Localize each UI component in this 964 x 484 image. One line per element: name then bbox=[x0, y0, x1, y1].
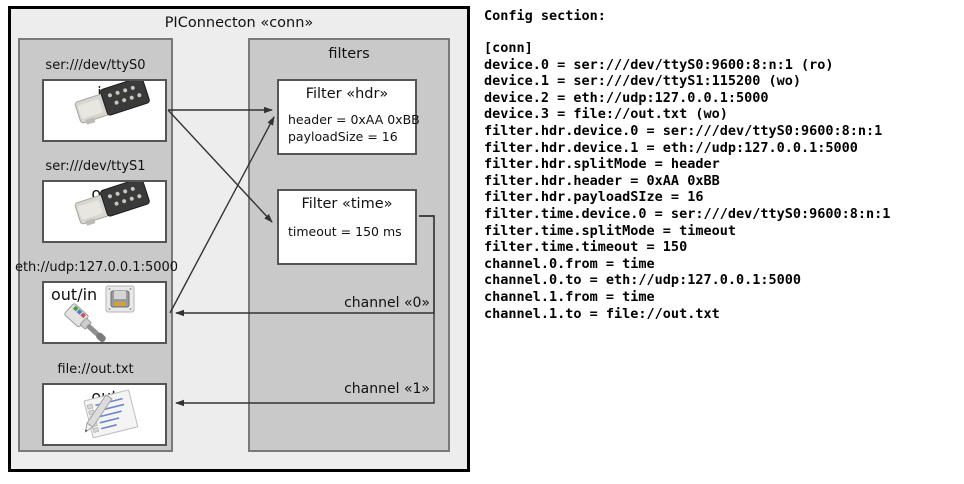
config-line: device.3 = file://out.txt (wo) bbox=[484, 106, 728, 123]
config-line: filter.hdr.splitMode = header bbox=[484, 156, 720, 173]
wire-eth-to-hdr bbox=[169, 116, 275, 314]
config-heading: Config section: bbox=[484, 8, 606, 24]
filter-hdr-title: Filter «hdr» bbox=[305, 86, 389, 102]
text-file-icon bbox=[83, 389, 139, 439]
config-line: device.0 = ser:///dev/ttyS0:9600:8:n:1 (… bbox=[484, 56, 834, 73]
device-file-box[interactable]: out bbox=[42, 383, 167, 446]
serial-port-icon bbox=[74, 81, 150, 125]
config-line: filter.hdr.header = 0xAA 0xBB bbox=[484, 172, 720, 189]
device-ttys0-label: ser:///dev/ttyS0 bbox=[45, 58, 146, 73]
config-line: [conn] bbox=[484, 40, 533, 56]
config-line: channel.1.from = time bbox=[484, 288, 655, 305]
config-line: channel.0.from = time bbox=[484, 255, 655, 272]
config-line: filter.hdr.device.1 = eth://udp:127.0.0.… bbox=[484, 139, 858, 156]
serial-port-icon bbox=[74, 182, 150, 226]
config-line: filter.hdr.device.0 = ser:///dev/ttyS0:9… bbox=[484, 122, 883, 139]
device-ttys0-box[interactable]: in bbox=[42, 79, 167, 142]
config-line: device.2 = eth://udp:127.0.0.1:5000 bbox=[484, 89, 769, 106]
filter-time-box[interactable]: Filter «time» timeout = 150 ms bbox=[277, 189, 417, 265]
wire-ttys0-to-time bbox=[167, 109, 273, 223]
config-line: channel.0.to = eth://udp:127.0.0.1:5000 bbox=[484, 272, 801, 289]
config-text-block: [conn]device.0 = ser:///dev/ttyS0:9600:8… bbox=[484, 40, 890, 322]
filter-hdr-attr-payloadsize: payloadSize = 16 bbox=[288, 129, 398, 144]
config-line: filter.time.splitMode = timeout bbox=[484, 222, 736, 239]
wire-channel-0 bbox=[175, 215, 435, 317]
device-file-label: file://out.txt bbox=[57, 362, 134, 377]
channel-0-label: channel «0» bbox=[344, 295, 430, 311]
channel-1-label: channel «1» bbox=[344, 381, 430, 397]
device-ttys1-box[interactable]: out bbox=[42, 180, 167, 243]
config-panel: Config section: [conn]device.0 = ser:///… bbox=[478, 0, 964, 484]
filter-hdr-attr-header: header = 0xAA 0xBB bbox=[288, 112, 420, 127]
device-eth-box[interactable]: out/in bbox=[42, 281, 167, 344]
wire-channel-1 bbox=[175, 215, 435, 407]
device-eth-label: eth://udp:127.0.0.1:5000 bbox=[14, 260, 179, 275]
device-eth-direction: out/in bbox=[51, 285, 98, 304]
filter-hdr-box[interactable]: Filter «hdr» header = 0xAA 0xBB payloadS… bbox=[277, 79, 420, 155]
config-line: device.1 = ser:///dev/ttyS1:115200 (wo) bbox=[484, 73, 801, 90]
ethernet-plug-icon bbox=[64, 285, 135, 343]
connector-diagram: PIConnecton «conn» filters ser:///dev/tt… bbox=[0, 0, 478, 484]
filter-time-title: Filter «time» bbox=[301, 196, 393, 212]
connection-wires bbox=[167, 106, 435, 407]
config-line: filter.hdr.payloadSIze = 16 bbox=[484, 189, 704, 206]
config-line: filter.time.timeout = 150 bbox=[484, 239, 688, 256]
filters-group-title: filters bbox=[328, 46, 370, 62]
config-line: filter.time.device.0 = ser:///dev/ttyS0:… bbox=[484, 205, 891, 222]
page-title: PIConnecton «conn» bbox=[164, 15, 314, 31]
filter-time-attr-timeout: timeout = 150 ms bbox=[288, 224, 402, 239]
config-line: channel.1.to = file://out.txt bbox=[484, 305, 720, 322]
device-ttys1-label: ser:///dev/ttyS1 bbox=[45, 159, 146, 174]
